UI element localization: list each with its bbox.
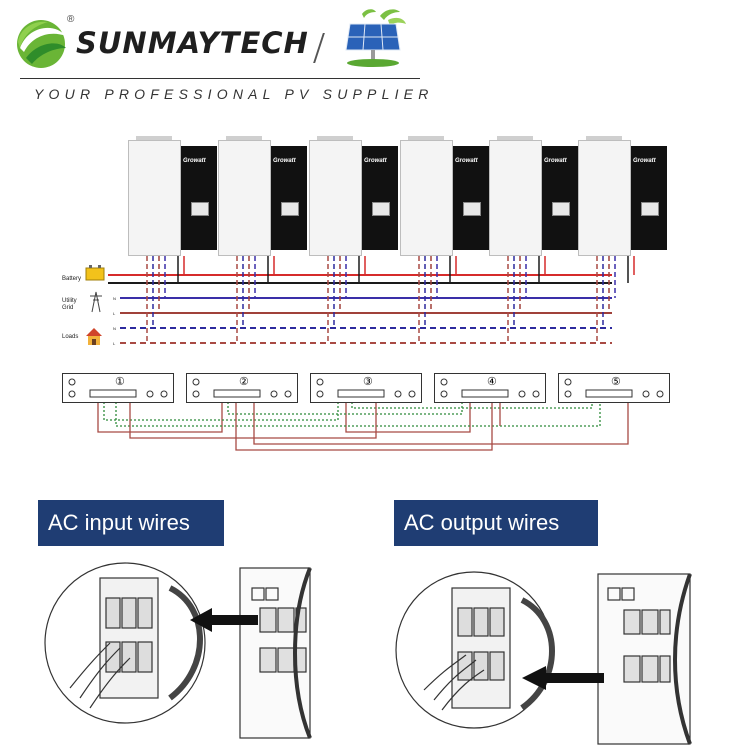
loads-n-label: N — [113, 326, 116, 331]
inverter-screen — [372, 202, 390, 216]
header-rule — [20, 78, 420, 79]
legend-utility-label: Utility — [62, 298, 77, 304]
utility-pylon-icon — [90, 291, 102, 313]
tagline: YOUR PROFESSIONAL PV SUPPLIER — [34, 86, 434, 102]
inverter-1: Growatt — [128, 136, 218, 256]
ac-input-callout: AC input wires — [38, 500, 224, 546]
solar-panel-icon — [345, 9, 406, 67]
inverter-brand-label: Growatt — [455, 158, 478, 164]
inverter-3: Growatt — [309, 136, 399, 256]
inverter-brand-label: Growatt — [544, 158, 567, 164]
inverter-screen — [641, 202, 659, 216]
inverter-brand-label: Growatt — [364, 158, 387, 164]
battery-icon — [85, 265, 105, 281]
inverter-2: Growatt — [218, 136, 308, 256]
legend-grid-label: Grid — [62, 305, 74, 311]
grid-l-label: L — [113, 311, 116, 316]
inverter-screen — [463, 202, 481, 216]
sunmaytech-logo-icon — [17, 20, 66, 68]
parallel-board-4: ④ — [434, 373, 546, 403]
ac-output-detail-illustration — [395, 571, 692, 745]
board-number: ④ — [487, 376, 497, 388]
parallel-board-3: ③ — [310, 373, 422, 403]
house-icon — [86, 328, 102, 345]
board-number: ② — [239, 376, 249, 388]
brand-name: SUNMAYTECH — [76, 26, 309, 60]
inverter-screen — [281, 202, 299, 216]
ac-input-detail-illustration — [44, 562, 312, 739]
inverter-brand-label: Growatt — [183, 158, 206, 164]
registered-mark: ® — [67, 14, 75, 25]
inverter-5: Growatt — [489, 136, 579, 256]
grid-n-label: N — [113, 296, 116, 301]
board-number: ① — [115, 376, 125, 388]
parallel-board-2: ② — [186, 373, 298, 403]
inverter-6: Growatt — [578, 136, 668, 256]
inverter-screen — [552, 202, 570, 216]
parallel-signal-wires — [97, 398, 629, 451]
board-number: ⑤ — [611, 376, 621, 388]
ac-output-callout: AC output wires — [394, 500, 598, 546]
inverter-brand-label: Growatt — [273, 158, 296, 164]
inverter-brand-label: Growatt — [633, 158, 656, 164]
inverter-4: Growatt — [400, 136, 490, 256]
ac-input-arrow-icon — [190, 608, 258, 632]
ac-output-arrow-icon — [522, 666, 604, 690]
board-ports — [68, 378, 664, 398]
parallel-board-5: ⑤ — [558, 373, 670, 403]
board-number: ③ — [363, 376, 373, 388]
inverter-drops — [146, 256, 635, 343]
parallel-board-1: ① — [62, 373, 174, 403]
wiring-diagram — [85, 256, 635, 451]
legend-battery-label: Battery — [62, 276, 82, 282]
legend-loads-label: Loads — [62, 334, 79, 340]
loads-l-label: L — [113, 341, 116, 346]
inverter-screen — [191, 202, 209, 216]
